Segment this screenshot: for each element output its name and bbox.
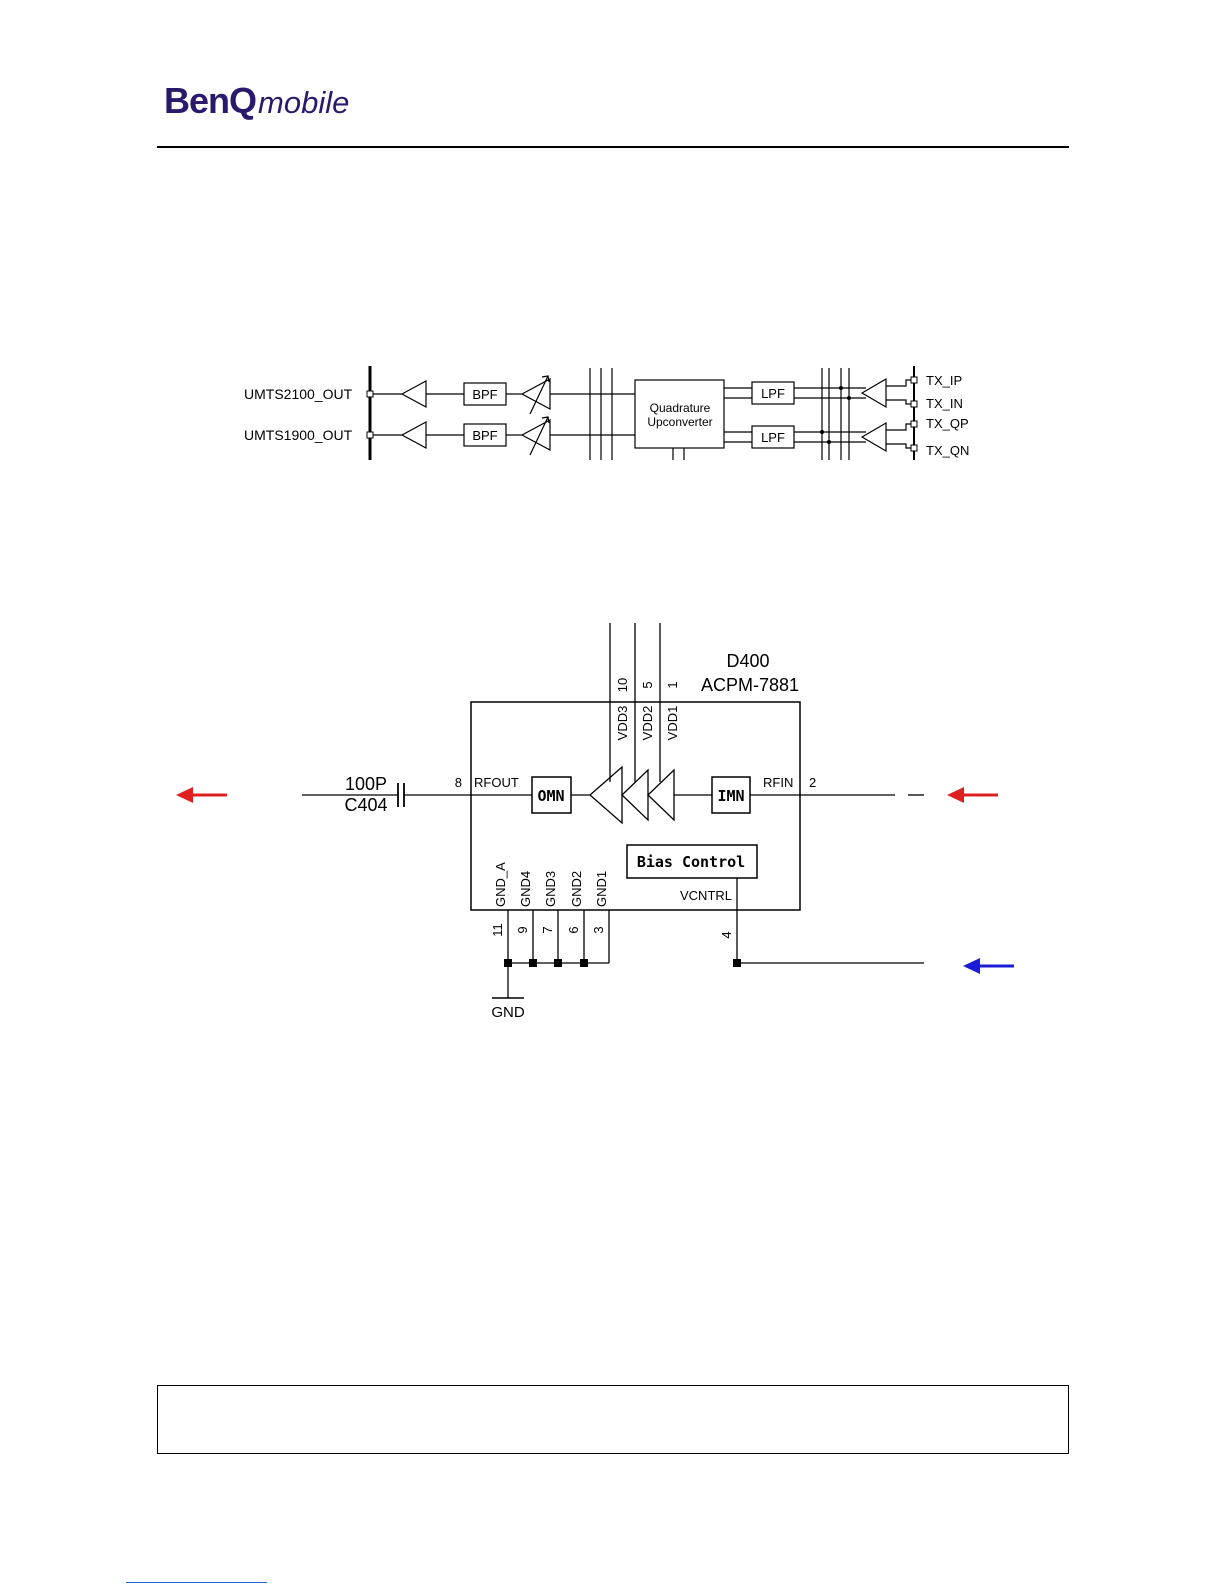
vdd1-pin-number: 1 xyxy=(665,681,680,688)
vdd2-pin-number: 5 xyxy=(640,681,655,688)
tx-chain-diagram: UMTS2100_OUT UMTS1900_OUT BPF BPF Quadra… xyxy=(0,360,1225,470)
upconverter-label-line2: Upconverter xyxy=(647,415,712,429)
gnd-a-pin-name: GND_A xyxy=(493,862,508,907)
imn-label: IMN xyxy=(717,787,744,805)
gnd4-pin-number: 9 xyxy=(515,926,530,933)
logo-brand: BenQ xyxy=(164,80,256,122)
pa-stage-3 xyxy=(590,767,622,823)
acpm-7881-part-label: ACPM-7881 xyxy=(701,675,799,695)
gnd-label: GND xyxy=(491,1004,525,1021)
tx-ip-label: TX_IP xyxy=(926,373,962,388)
capacitor-ref-label: C404 xyxy=(344,795,387,815)
upconverter-label-line1: Quadrature xyxy=(650,401,711,415)
footer-box xyxy=(157,1385,1069,1454)
variable-attenuator-1 xyxy=(522,379,550,409)
bpf-2-label: BPF xyxy=(472,428,497,443)
lpf-2-label: LPF xyxy=(761,430,785,445)
logo-suffix: mobile xyxy=(258,85,349,121)
gnd1-pin-name: GND1 xyxy=(594,871,609,907)
rf-input-arrow xyxy=(947,787,998,803)
vdd3-pin-number: 10 xyxy=(615,678,630,692)
vdd3-pin-name: VDD3 xyxy=(615,706,630,741)
tx-qp-label: TX_QP xyxy=(926,416,969,431)
vdd1-pin-name: VDD1 xyxy=(665,706,680,741)
tx-qn-label: TX_QN xyxy=(926,443,969,458)
umts2100-out-label: UMTS2100_OUT xyxy=(244,386,353,402)
gnd-a-pin-number: 11 xyxy=(490,923,505,937)
tx-buffer-amp-1 xyxy=(402,381,426,407)
vcntrl-label: VCNTRL xyxy=(680,888,732,903)
gnd1-pin-number: 3 xyxy=(591,926,606,933)
pa-stage-1 xyxy=(648,770,674,820)
tx-input-amp-2 xyxy=(862,423,886,451)
gnd2-pin-number: 6 xyxy=(566,926,581,933)
tx-buffer-amp-2 xyxy=(402,422,426,448)
vcntrl-pin-number: 4 xyxy=(719,931,734,938)
control-input-arrow xyxy=(963,958,1014,974)
umts1900-out-label: UMTS1900_OUT xyxy=(244,427,353,443)
bpf-1-label: BPF xyxy=(472,387,497,402)
rfin-pin-number: 2 xyxy=(809,775,816,790)
rfout-label: RFOUT xyxy=(474,775,519,790)
tx-in-label: TX_IN xyxy=(926,396,963,411)
gnd4-pin-name: GND4 xyxy=(518,871,533,907)
vdd2-pin-name: VDD2 xyxy=(640,706,655,741)
variable-attenuator-2 xyxy=(522,420,550,450)
tx-input-amp-1 xyxy=(862,379,886,407)
capacitor-value-label: 100P xyxy=(345,774,387,794)
gnd2-pin-name: GND2 xyxy=(569,871,584,907)
footer-link-underline xyxy=(126,1582,267,1583)
power-amplifier-schematic: D400 ACPM-7881 100P C404 8 RFOUT RFIN 2 … xyxy=(0,615,1225,1035)
header-rule xyxy=(157,146,1069,148)
rfin-label: RFIN xyxy=(763,775,793,790)
d400-ref-label: D400 xyxy=(726,651,769,671)
rfout-pin-number: 8 xyxy=(455,775,462,790)
gnd3-pin-number: 7 xyxy=(540,926,555,933)
benq-mobile-logo: BenQ mobile xyxy=(164,80,349,124)
gnd3-pin-name: GND3 xyxy=(543,871,558,907)
omn-label: OMN xyxy=(537,787,564,805)
bias-control-label: Bias Control xyxy=(637,853,745,871)
lpf-1-label: LPF xyxy=(761,386,785,401)
rf-output-arrow xyxy=(176,787,227,803)
